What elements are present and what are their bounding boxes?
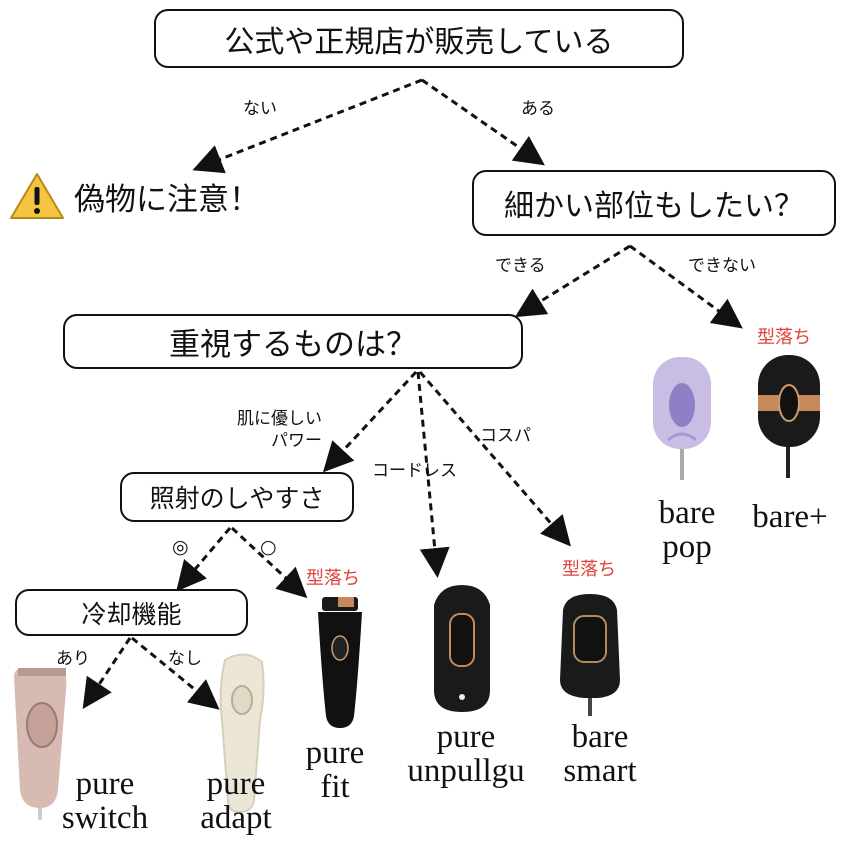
edge-label-skin-line1: 肌に優しい (237, 409, 322, 429)
irradiation-node-label: 照射のしやすさ (149, 484, 325, 513)
edge-label-ari: あり (56, 649, 90, 669)
bare-plus-device (758, 355, 820, 478)
detail-node: 細かい部位もしたい？ (472, 170, 836, 236)
product-bare-pop-line1: bare (658, 495, 716, 531)
product-pure-fit: pure fit (293, 736, 377, 804)
product-pure-fit-line1: pure (305, 735, 365, 771)
product-pure-fit-line2: fit (320, 769, 350, 805)
priority-node: 重視するものは？ (63, 314, 523, 369)
product-pure-unpullgu: pure unpullgu (396, 720, 536, 788)
edge-label-cordless: コードレス (372, 461, 457, 481)
product-bare-pop: bare pop (644, 496, 730, 564)
edge-label-no: ない (243, 99, 277, 119)
warning-node: 偽物に注意！ (8, 168, 260, 224)
pure-unpullgu-device (434, 585, 490, 712)
cooling-node-label: 冷却機能 (81, 599, 182, 629)
product-bare-pop-line2: pop (662, 529, 712, 565)
start-node-label: 公式や正規店が販売している (224, 24, 614, 60)
badge-old-model-bare-plus: 型落ち (757, 327, 811, 348)
edge-label-yes: ある (521, 99, 555, 119)
edge-label-can: できる (495, 256, 546, 276)
product-pure-switch: pure switch (50, 767, 160, 835)
pure-fit-device (318, 597, 362, 728)
bare-smart-device (560, 594, 620, 716)
irradiation-node: 照射のしやすさ (120, 472, 354, 522)
badge-old-model-bare-smart: 型落ち (562, 559, 616, 580)
bare-pop-device (653, 357, 711, 480)
product-bare-smart-line1: bare (571, 719, 629, 755)
cooling-node: 冷却機能 (15, 589, 248, 636)
product-pure-unpullgu-line2: unpullgu (407, 753, 525, 789)
pure-adapt-device (219, 653, 265, 814)
product-pure-adapt: pure adapt (186, 767, 286, 835)
warning-label: 偽物に注意！ (74, 181, 260, 218)
product-pure-adapt-line1: pure (206, 766, 266, 802)
edge-label-circle: ○ (260, 536, 277, 558)
product-pure-switch-line2: switch (61, 800, 149, 836)
product-bare-smart-line2: smart (563, 753, 637, 789)
product-pure-switch-line1: pure (75, 766, 135, 802)
product-pure-unpullgu-line1: pure (436, 719, 496, 755)
badge-old-model-pure-fit: 型落ち (306, 568, 360, 589)
edge-label-skin: 肌に優しい パワー (237, 408, 322, 452)
priority-node-label: 重視するものは？ (169, 327, 417, 363)
pure-switch-device (14, 668, 67, 820)
product-bare-plus-line1: bare+ (752, 499, 828, 535)
edge-label-cospa: コスパ (480, 426, 531, 446)
edge-label-cannot: できない (688, 256, 756, 276)
product-bare-plus: bare+ (740, 500, 840, 534)
start-node: 公式や正規店が販売している (154, 9, 684, 68)
edge-label-skin-line2: パワー (271, 431, 322, 451)
edge-label-nashi: なし (168, 649, 202, 669)
warning-icon (10, 173, 64, 219)
edge-label-double-circle: ◎ (172, 536, 189, 558)
detail-node-label: 細かい部位もしたい？ (504, 189, 804, 224)
product-bare-smart: bare smart (550, 720, 650, 788)
product-pure-adapt-line2: adapt (200, 800, 272, 836)
